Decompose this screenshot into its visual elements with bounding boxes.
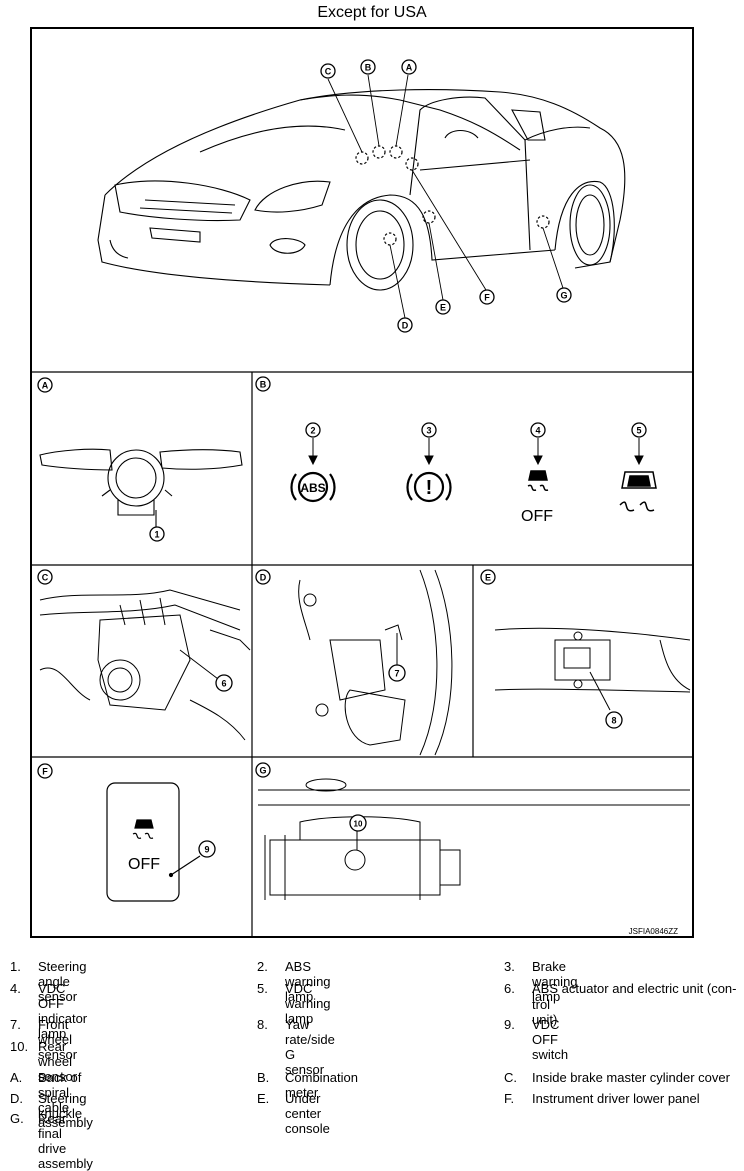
panel-f-letter: F xyxy=(42,767,48,777)
callout-c-top: C xyxy=(325,67,332,77)
legend-text: Steering angle sensor xyxy=(38,959,87,1004)
legend-key: 7. xyxy=(10,1017,21,1032)
illustration: ABS ! OFF xyxy=(31,59,693,937)
legend-text: Inside brake master cylinder cover xyxy=(532,1070,730,1085)
callout-10: 10 xyxy=(354,820,363,829)
car-leader-lines xyxy=(327,74,564,319)
legend-key: 10. xyxy=(10,1039,29,1054)
callout-3: 3 xyxy=(426,426,431,436)
legend-key: 8. xyxy=(257,1017,268,1032)
vdc-off-lamp-icon xyxy=(527,470,549,492)
legend-text: VDC warning lamp xyxy=(285,981,331,1026)
legend-key: 1. xyxy=(10,959,21,974)
callout-1: 1 xyxy=(154,530,159,540)
brake-warning-lamp-icon xyxy=(406,471,452,503)
figure-frame xyxy=(30,27,694,938)
callout-7: 7 xyxy=(394,669,399,679)
legend-text: Front wheel sensor xyxy=(38,1017,78,1062)
legend-key: 5. xyxy=(257,981,268,996)
panel-e-letter: E xyxy=(485,573,491,583)
legend-text: VDC OFF indicator lamp xyxy=(38,981,88,1041)
callout-2: 2 xyxy=(310,426,315,436)
figure-code: JSFIA0846ZZ xyxy=(629,927,678,936)
rear-final-drive-drawing xyxy=(258,778,690,900)
callout-6: 6 xyxy=(221,679,226,689)
legend-key: 4. xyxy=(10,981,21,996)
callout-9: 9 xyxy=(204,845,209,855)
callout-a-top: A xyxy=(406,63,413,73)
yaw-rate-sensor-drawing xyxy=(494,627,691,711)
legend-text: Rear wheel sensor xyxy=(38,1039,78,1084)
abs-lamp-text: ABS xyxy=(300,481,325,495)
legend-text: Rear final drive assembly xyxy=(38,1111,93,1171)
abs-actuator-drawing xyxy=(39,589,251,741)
vdc-warning-lamp-icon xyxy=(619,471,657,512)
legend-text: Brake warning lamp xyxy=(532,959,578,1004)
callout-5: 5 xyxy=(636,426,641,436)
legend-text: VDC OFF switch xyxy=(532,1017,569,1062)
legend-text: ABS actuator and electric unit (con- xyxy=(532,981,737,996)
legend-key: 2. xyxy=(257,959,268,974)
spiral-cable-drawing xyxy=(39,448,243,528)
callout-d-top: D xyxy=(402,321,409,331)
callout-f-top: F xyxy=(484,293,490,303)
panel-b-letter: B xyxy=(260,380,267,390)
lamp-arrows xyxy=(308,438,644,466)
legend-key: 9. xyxy=(504,1017,515,1032)
vdc-off-switch-drawing xyxy=(106,782,201,902)
callout-markers xyxy=(37,59,647,858)
vdc-off-lamp-text: OFF xyxy=(521,508,553,525)
legend-text: ABS warning lamp xyxy=(285,959,331,1004)
panel-a-letter: A xyxy=(42,381,49,391)
legend-key: G. xyxy=(10,1111,24,1126)
callout-b-top: B xyxy=(365,63,372,73)
abs-warning-lamp-icon xyxy=(290,471,336,503)
legend-key: B. xyxy=(257,1070,270,1085)
legend-text: Under center console xyxy=(285,1091,330,1136)
vdc-off-switch-text: OFF xyxy=(128,856,160,873)
panel-d-letter: D xyxy=(260,573,267,583)
legend-text: trol unit) xyxy=(532,997,558,1027)
figure-title: Except for USA xyxy=(317,4,427,21)
brake-lamp-text: ! xyxy=(426,477,433,499)
legend-key: D. xyxy=(10,1091,23,1106)
callout-4: 4 xyxy=(535,426,540,436)
legend-key: 6. xyxy=(504,981,515,996)
legend-text: Back of spiral cable assembly xyxy=(38,1070,93,1130)
legend-key: C. xyxy=(504,1070,517,1085)
callout-e-top: E xyxy=(440,303,446,313)
callout-8: 8 xyxy=(611,716,616,726)
panel-c-letter: C xyxy=(42,573,49,583)
legend-text: Steering knuckle xyxy=(38,1091,87,1121)
legend-text: Yaw rate/side G sensor xyxy=(285,1017,335,1077)
car-drawing xyxy=(97,89,626,291)
legend-text: Instrument driver lower panel xyxy=(532,1091,700,1106)
legend-text: Combination meter xyxy=(285,1070,358,1100)
legend-key: F. xyxy=(504,1091,515,1106)
panel-g-letter: G xyxy=(259,766,266,776)
legend-key: 3. xyxy=(504,959,515,974)
callout-g-top: G xyxy=(560,291,567,301)
front-wheel-sensor-drawing xyxy=(298,569,453,756)
legend-key: A. xyxy=(10,1070,23,1085)
legend-key: E. xyxy=(257,1091,270,1106)
